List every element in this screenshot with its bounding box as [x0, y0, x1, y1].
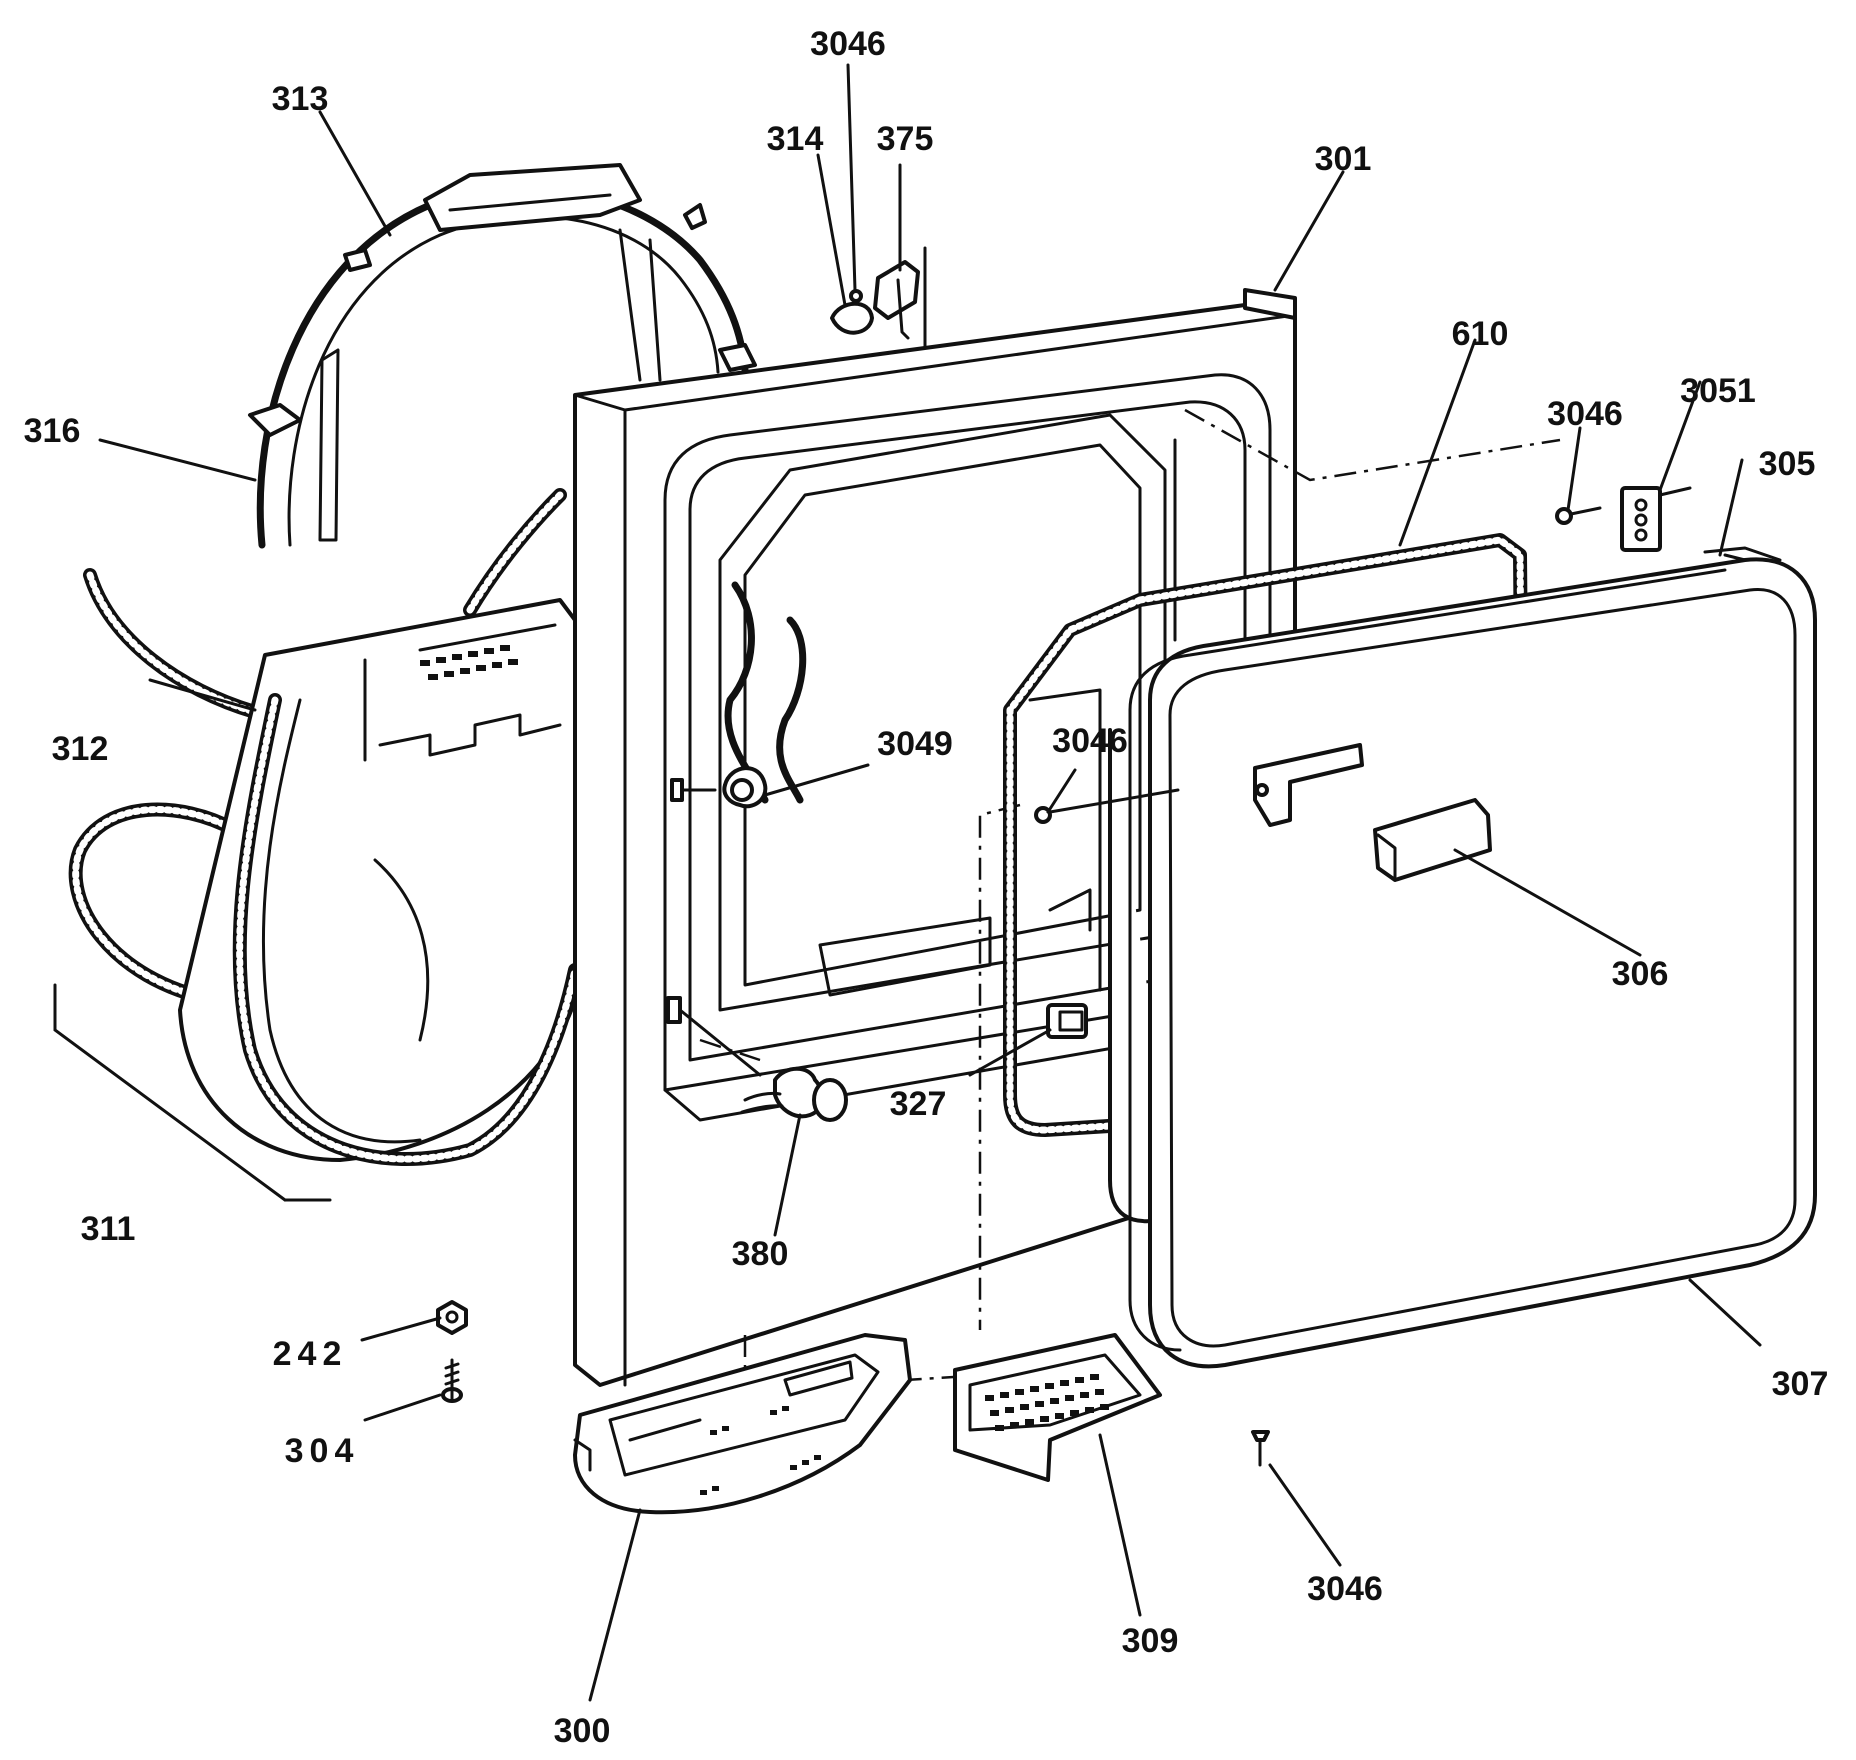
callout-3049: 3049: [877, 725, 953, 763]
part-327-door-switch: [1046, 1003, 1088, 1039]
part-311-front-duct: [53, 598, 582, 1202]
callout-3046-top: 3046: [810, 25, 886, 63]
callout-306: 306: [1612, 955, 1669, 993]
part-314-clip: [830, 301, 874, 335]
screw-3046-hinge: [1555, 506, 1602, 525]
callout-375: 375: [877, 120, 934, 158]
part-3049-lamp-socket: [670, 766, 768, 809]
part-313-bearing-ring: [248, 163, 757, 549]
callout-304: 304: [285, 1432, 360, 1470]
part-304-screw: [441, 1358, 463, 1403]
callout-3046-right: 3046: [1547, 395, 1623, 433]
callout-242: 242: [273, 1335, 348, 1373]
toe-panel-marks: [700, 1406, 821, 1495]
part-375-door-switch: [873, 246, 927, 352]
screw-3046-top: [849, 289, 863, 303]
callout-313: 313: [272, 80, 329, 118]
callout-3051: 3051: [1680, 372, 1756, 410]
callout-327: 327: [890, 1085, 947, 1123]
screw-3046-bottom: [1251, 1430, 1270, 1467]
callout-312: 312: [52, 730, 109, 768]
part-309-kickplate-grille: [953, 1333, 1162, 1482]
callout-3046-bottom: 3046: [1307, 1570, 1383, 1608]
kickplate-vents: [985, 1374, 1109, 1431]
part-handle-bracket: [1253, 743, 1364, 827]
part-306-door-handle: [1373, 798, 1492, 882]
part-3051-hinge: [1620, 486, 1692, 552]
screw-3046-door: [1034, 788, 1180, 824]
leader-lines: [98, 63, 1762, 1702]
callout-305: 305: [1759, 445, 1816, 483]
part-380-lamp: [666, 996, 848, 1122]
callout-309: 309: [1122, 1622, 1179, 1660]
callout-307: 307: [1772, 1365, 1829, 1403]
callout-314: 314: [767, 120, 824, 158]
callout-610: 610: [1452, 315, 1509, 353]
callout-300: 300: [554, 1712, 611, 1750]
callout-labels: 3046 313 314 375 301 610 3046 3051 305 3…: [24, 25, 1829, 1750]
callout-3046-mid: 3046: [1052, 722, 1128, 760]
duct-grille: [420, 645, 518, 680]
callout-380: 380: [732, 1235, 789, 1273]
callout-301: 301: [1315, 140, 1372, 178]
part-242-nut: [436, 1300, 468, 1335]
callout-316: 316: [24, 412, 81, 450]
part-300-toe-panel: [573, 1333, 912, 1515]
callout-311: 311: [81, 1210, 136, 1248]
part-307-outer-door: [1108, 546, 1817, 1369]
